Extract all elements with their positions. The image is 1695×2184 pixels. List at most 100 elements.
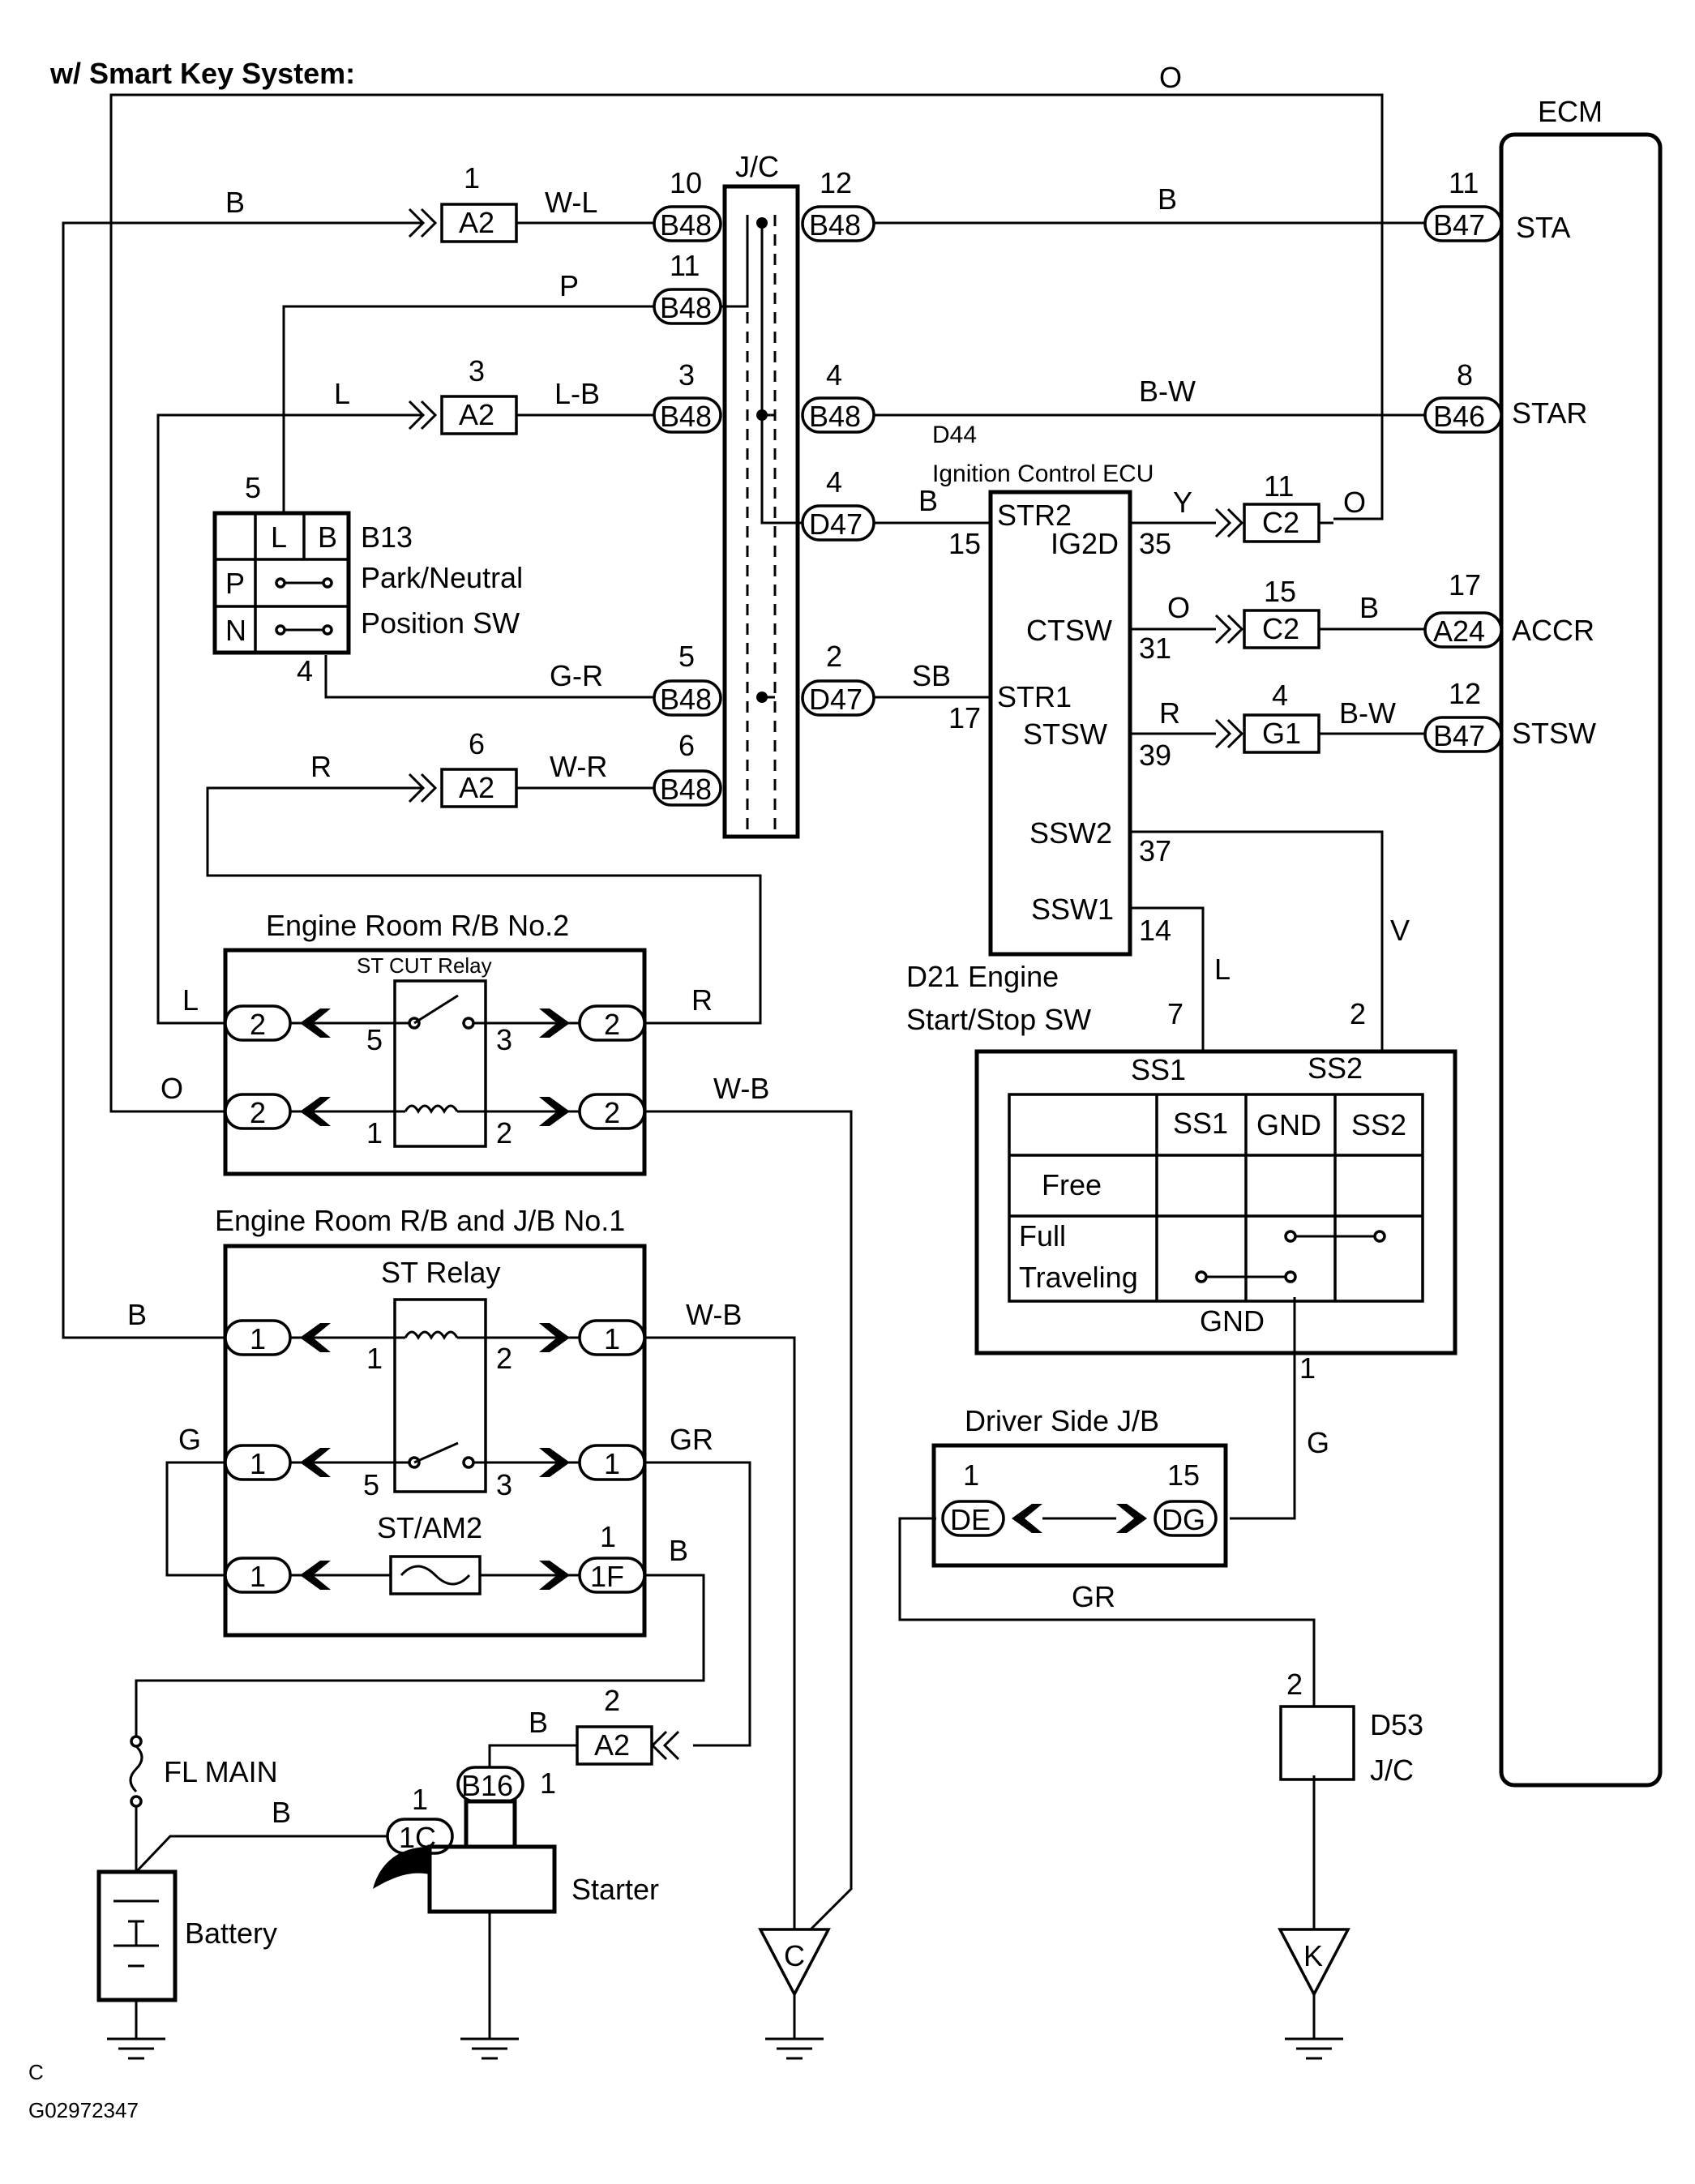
svg-text:2: 2 bbox=[496, 1342, 512, 1375]
svg-text:17: 17 bbox=[1449, 568, 1481, 602]
svg-text:SS2: SS2 bbox=[1308, 1051, 1363, 1085]
svg-text:7: 7 bbox=[1167, 997, 1184, 1030]
svg-text:B46: B46 bbox=[1433, 400, 1485, 433]
svg-text:2: 2 bbox=[604, 1684, 620, 1717]
svg-text:1: 1 bbox=[250, 1560, 266, 1593]
svg-text:Engine Room R/B and J/B No.1: Engine Room R/B and J/B No.1 bbox=[215, 1204, 625, 1237]
svg-text:W-B: W-B bbox=[686, 1298, 742, 1331]
svg-text:GND: GND bbox=[1200, 1304, 1265, 1338]
svg-text:15: 15 bbox=[1264, 575, 1296, 608]
svg-text:C2: C2 bbox=[1262, 612, 1299, 645]
starter: B16 1C Starter A2 bbox=[373, 1725, 680, 1914]
svg-text:SSW2: SSW2 bbox=[1029, 816, 1112, 850]
svg-text:GR: GR bbox=[1072, 1580, 1115, 1613]
footer-code-2: G02972347 bbox=[28, 2098, 139, 2122]
svg-text:14: 14 bbox=[1139, 914, 1171, 947]
ecm: ECM STA STAR ACCR STSW bbox=[1499, 95, 1663, 1788]
svg-text:B48: B48 bbox=[660, 773, 712, 806]
svg-text:SSW1: SSW1 bbox=[1031, 893, 1114, 926]
ecm-pin-accr: ACCR bbox=[1512, 614, 1594, 647]
svg-text:Start/Stop SW: Start/Stop SW bbox=[906, 1003, 1091, 1036]
svg-text:17: 17 bbox=[948, 701, 981, 734]
svg-text:ST CUT Relay: ST CUT Relay bbox=[357, 953, 492, 978]
svg-text:Ignition Control ECU: Ignition Control ECU bbox=[932, 460, 1154, 487]
svg-text:B47: B47 bbox=[1433, 719, 1485, 752]
svg-text:2: 2 bbox=[604, 1096, 620, 1129]
svg-text:STR2: STR2 bbox=[997, 499, 1072, 532]
svg-text:11: 11 bbox=[1264, 469, 1294, 503]
svg-text:Driver Side J/B: Driver Side J/B bbox=[965, 1404, 1159, 1437]
svg-text:B: B bbox=[1158, 182, 1177, 216]
connector-a2-6: A2 bbox=[408, 768, 518, 808]
svg-text:GND: GND bbox=[1256, 1108, 1321, 1141]
connector-b48-12: B48 bbox=[801, 205, 875, 242]
svg-text:3: 3 bbox=[469, 354, 485, 388]
ground-k: K bbox=[1278, 1928, 1350, 2039]
svg-text:Battery: Battery bbox=[185, 1916, 277, 1950]
svg-text:IG2D: IG2D bbox=[1051, 527, 1119, 560]
svg-text:2: 2 bbox=[1286, 1668, 1303, 1701]
svg-text:L: L bbox=[1214, 953, 1231, 986]
svg-text:1: 1 bbox=[366, 1116, 383, 1150]
svg-text:5: 5 bbox=[678, 640, 695, 673]
svg-text:B16: B16 bbox=[461, 1769, 513, 1802]
svg-text:1: 1 bbox=[250, 1447, 266, 1480]
park-neutral-switch: L B P N B13 Park/Neutral Position SW bbox=[212, 511, 523, 655]
svg-text:Free: Free bbox=[1042, 1168, 1102, 1201]
svg-text:D47: D47 bbox=[809, 683, 862, 716]
svg-text:2: 2 bbox=[1350, 997, 1366, 1030]
svg-text:1: 1 bbox=[1299, 1351, 1316, 1385]
connector-b48-10: B48 bbox=[653, 205, 722, 242]
engine-room-rb-jb-no1: Engine Room R/B and J/B No.1 ST Relay ST… bbox=[215, 1204, 647, 1638]
svg-text:Y: Y bbox=[1173, 486, 1192, 519]
svg-text:1: 1 bbox=[250, 1322, 266, 1355]
connector-b48-11: B48 bbox=[653, 288, 722, 325]
svg-text:Full: Full bbox=[1019, 1219, 1066, 1253]
svg-text:1: 1 bbox=[600, 1520, 616, 1553]
svg-text:6: 6 bbox=[678, 729, 695, 762]
svg-text:Park/Neutral: Park/Neutral bbox=[361, 561, 523, 594]
svg-text:6: 6 bbox=[469, 727, 485, 760]
svg-text:A2: A2 bbox=[459, 398, 494, 431]
svg-text:1F: 1F bbox=[590, 1560, 624, 1593]
svg-text:C2: C2 bbox=[1262, 506, 1299, 539]
svg-text:31: 31 bbox=[1139, 632, 1171, 665]
svg-text:2: 2 bbox=[826, 640, 842, 673]
pin-numbers: 1 10 12 11 11 3 3 4 8 4 15 35 11 15 31 1… bbox=[245, 161, 1481, 1816]
footer-code-1: C bbox=[28, 2060, 44, 2084]
svg-text:1: 1 bbox=[604, 1447, 620, 1480]
svg-text:W-L: W-L bbox=[545, 186, 597, 219]
svg-text:O: O bbox=[1167, 591, 1190, 624]
svg-text:ECM: ECM bbox=[1538, 95, 1603, 128]
svg-text:A2: A2 bbox=[594, 1728, 630, 1762]
svg-text:J/C: J/C bbox=[1370, 1754, 1414, 1787]
svg-text:SS1: SS1 bbox=[1131, 1053, 1186, 1086]
svg-text:D44: D44 bbox=[932, 422, 977, 448]
connector-a24-17: A24 bbox=[1423, 611, 1503, 649]
svg-text:D21 Engine: D21 Engine bbox=[906, 960, 1059, 993]
connector-d47-2: D47 bbox=[801, 679, 875, 717]
svg-text:B48: B48 bbox=[660, 208, 712, 242]
svg-text:DG: DG bbox=[1162, 1503, 1205, 1536]
svg-text:Traveling: Traveling bbox=[1019, 1261, 1138, 1294]
wires bbox=[62, 93, 1425, 2039]
svg-text:4: 4 bbox=[1272, 679, 1288, 712]
svg-text:Engine Room R/B No.2: Engine Room R/B No.2 bbox=[266, 909, 569, 942]
connector-d47-4: D47 bbox=[801, 504, 875, 542]
svg-text:G-R: G-R bbox=[550, 659, 603, 692]
ignition-control-ecu: D44 Ignition Control ECU STR2 IG2D CTSW … bbox=[932, 422, 1154, 957]
svg-text:B48: B48 bbox=[660, 683, 712, 716]
connector-c2-11: C2 bbox=[1214, 503, 1320, 543]
connector-b48-5: B48 bbox=[653, 679, 722, 717]
svg-text:Starter: Starter bbox=[571, 1873, 659, 1906]
connector-b47-11: B47 bbox=[1423, 205, 1503, 242]
svg-text:N: N bbox=[225, 614, 246, 647]
svg-text:1: 1 bbox=[366, 1342, 383, 1375]
svg-text:39: 39 bbox=[1139, 739, 1171, 772]
svg-text:D47: D47 bbox=[809, 507, 862, 541]
svg-text:GR: GR bbox=[670, 1423, 713, 1456]
ground-c: C bbox=[758, 1928, 831, 2039]
svg-text:2: 2 bbox=[604, 1008, 620, 1041]
svg-text:1: 1 bbox=[464, 161, 480, 195]
